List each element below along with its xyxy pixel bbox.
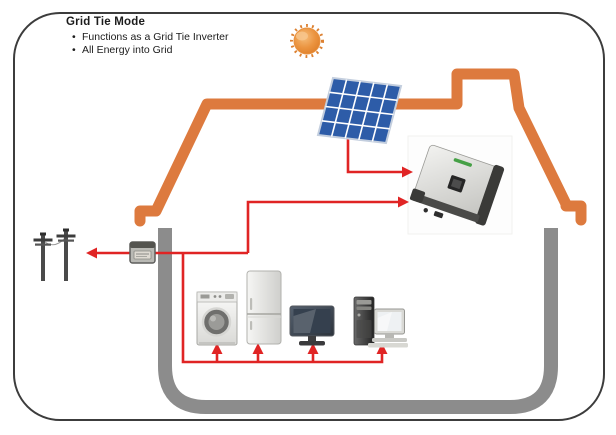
bullet-marker: • [72, 31, 76, 43]
inverter-bottom-band [411, 192, 480, 223]
solar-panel-icon [316, 76, 403, 145]
flow-distribution [181, 253, 384, 364]
desktop-computer-icon [353, 296, 408, 348]
energy-meter-icon [129, 241, 156, 264]
inverter-port [433, 211, 444, 219]
energy-flow-arrowheads [86, 166, 413, 354]
utility-grid-poles-icon [33, 228, 76, 281]
bullet-marker: • [72, 44, 76, 56]
inverter-port [423, 208, 428, 213]
diagram-title: Grid Tie Mode [66, 16, 146, 28]
inverter-icon [407, 135, 513, 235]
washing-machine-icon [196, 291, 238, 346]
monitor-icon [289, 305, 335, 346]
bullet-text: All Energy into Grid [82, 44, 173, 56]
house-roof [134, 68, 587, 227]
bullet-text: Functions as a Grid Tie Inverter [82, 31, 229, 43]
flow-panel-to-inverter [346, 132, 404, 174]
title-block: Grid Tie Mode • Functions as a Grid Tie … [66, 16, 228, 57]
energy-flow-lines [95, 132, 404, 364]
bullet-item: • Functions as a Grid Tie Inverter [66, 31, 228, 44]
house-wall [158, 228, 558, 414]
inverter-side-cap [475, 164, 505, 226]
sun-icon [290, 24, 324, 58]
bullet-item: • All Energy into Grid [66, 44, 228, 57]
refrigerator-icon [246, 270, 282, 345]
inverter-logo [453, 158, 472, 167]
flow-wiring-to-inverter [246, 200, 400, 253]
